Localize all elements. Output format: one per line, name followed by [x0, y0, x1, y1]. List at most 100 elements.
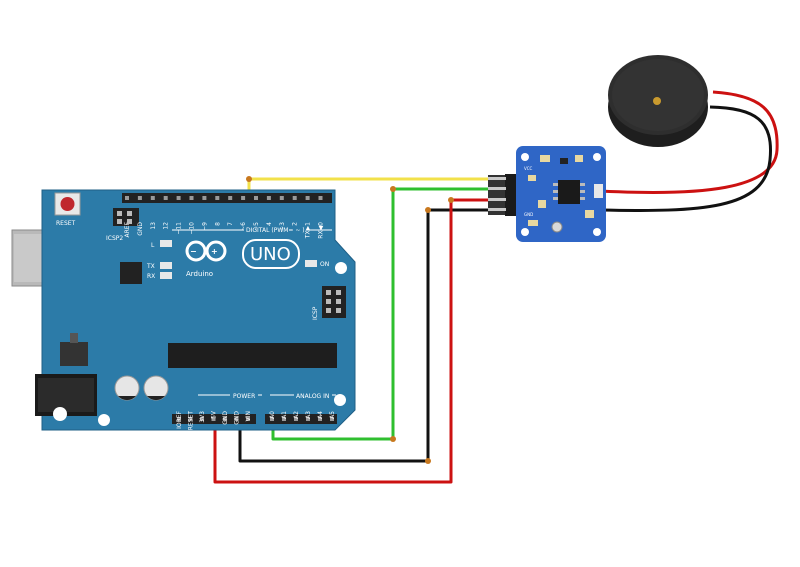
digital-pin-hole — [150, 196, 155, 200]
module-header — [488, 174, 519, 216]
power-pin-label: IOREF — [176, 410, 183, 428]
digital-label: DIGITAL (PWM= ~ ) — [246, 227, 305, 234]
led-on-label: ON — [320, 261, 329, 268]
junction-dot — [425, 458, 431, 464]
analog-pin-label: A5 — [329, 411, 336, 419]
digital-pin-hole — [292, 196, 297, 200]
digital-pin-label: ~6 — [240, 222, 247, 231]
piezo-buzzer — [608, 55, 708, 147]
digital-pin-hole — [305, 196, 310, 200]
digital-pin-label: ~11 — [176, 222, 183, 235]
digital-pin-hole — [254, 196, 258, 200]
buzzer-black-lead — [599, 105, 773, 212]
board-pcb — [41, 189, 356, 431]
analog-pin-hole — [294, 417, 298, 421]
digital-pin-label: ~3 — [279, 222, 286, 231]
power-pin-label: VIN — [245, 411, 252, 421]
power-pin-hole — [211, 417, 216, 421]
digital-pin-hole — [279, 196, 284, 200]
buzzer-red-lead — [599, 90, 779, 194]
trimmer-pot[interactable] — [551, 221, 563, 233]
icsp2-header — [113, 208, 139, 226]
digital-pin-hole — [266, 196, 271, 200]
svg-text:+: + — [211, 247, 218, 256]
power-header — [172, 414, 256, 424]
digital-pin-label: ~5 — [253, 222, 260, 231]
digital-pin-hole — [189, 196, 194, 200]
brand-name: Arduino — [186, 270, 213, 278]
svg-text:VCC: VCC — [524, 166, 533, 171]
junction-dot — [425, 207, 431, 213]
analog-pin-hole — [318, 417, 322, 421]
junction-dot — [390, 436, 396, 442]
digital-pin-hole — [176, 196, 181, 200]
analog-pin-label: A0 — [269, 411, 276, 419]
icsp-label: ICSP — [312, 306, 319, 320]
power-pin-hole — [223, 417, 227, 421]
digital-pin-hole — [241, 196, 246, 200]
power-pin-label: RESET — [188, 411, 195, 431]
analog-pin-hole — [306, 417, 310, 421]
analog-pin-hole — [282, 417, 286, 421]
power-pin-hole — [200, 417, 204, 421]
digital-pin-hole — [137, 196, 142, 200]
digital-pin-hole — [228, 196, 233, 200]
microcontroller — [168, 343, 337, 368]
arduino-logo: − + — [185, 240, 227, 262]
analog-pin-label: A3 — [305, 411, 312, 419]
analog-pin-hole — [330, 417, 334, 421]
module-ic — [558, 180, 580, 204]
analog-pin-label: A1 — [281, 411, 288, 419]
icsp2-label: ICSP2 — [106, 235, 123, 242]
analog-label: ANALOG IN — [296, 393, 329, 400]
power-pin-label: 5V — [211, 410, 218, 419]
digital-pin-label: 12 — [163, 222, 170, 230]
digital-pin-label: TX▶1 — [305, 222, 312, 239]
power-pin-label: GND — [234, 411, 241, 425]
digital-pin-label: ~9 — [201, 222, 208, 231]
svg-text:GND: GND — [524, 212, 533, 217]
junction-dot — [246, 176, 252, 182]
analog-header — [265, 414, 337, 424]
digital-pin-hole — [202, 196, 207, 200]
buzzer-module: VCC GND — [488, 146, 606, 242]
digital-pin-label: GND — [137, 222, 144, 236]
model-name: UNO — [250, 244, 291, 265]
wires — [213, 90, 779, 484]
power-pin-labels: IOREF RESET 3V3 5V GND GND VIN — [176, 410, 252, 430]
model-badge — [242, 239, 300, 269]
digital-pin-label: 2 — [292, 222, 299, 226]
power-pin-hole — [177, 417, 181, 421]
power-pin-hole — [188, 417, 193, 421]
voltage-regulator — [60, 342, 88, 366]
buzzer-hole — [653, 97, 661, 105]
digital-pin-hole — [125, 196, 129, 200]
led-rx-label: RX — [147, 273, 155, 280]
digital-pin-label: 4 — [266, 222, 273, 226]
usb-chip — [120, 262, 142, 284]
analog-pin-label: A2 — [293, 411, 300, 419]
digital-pin-label: 7 — [227, 222, 234, 226]
digital-pin-label: 13 — [150, 222, 157, 230]
digital-pin-label: ~10 — [189, 222, 196, 235]
junction-dot — [448, 197, 454, 203]
digital-pin-hole — [318, 196, 323, 200]
digital-pin-label: 8 — [214, 222, 221, 226]
digital-pin-hole — [215, 196, 220, 200]
power-pin-hole — [234, 417, 239, 421]
power-label: POWER — [233, 393, 255, 400]
analog-pin-hole — [270, 417, 274, 421]
analog-pin-labels: A0 A1 A2 A3 A4 A5 — [269, 411, 336, 419]
led-l-label: L — [151, 242, 155, 249]
power-pin-label: GND — [222, 411, 229, 425]
power-pin-label: 3V3 — [199, 411, 206, 423]
svg-text:−: − — [190, 247, 197, 256]
reset-label: RESET — [56, 220, 76, 227]
junction-dot — [390, 186, 396, 192]
power-pin-hole — [246, 417, 250, 421]
analog-pin-label: A4 — [317, 411, 324, 419]
icsp-header — [322, 286, 346, 318]
